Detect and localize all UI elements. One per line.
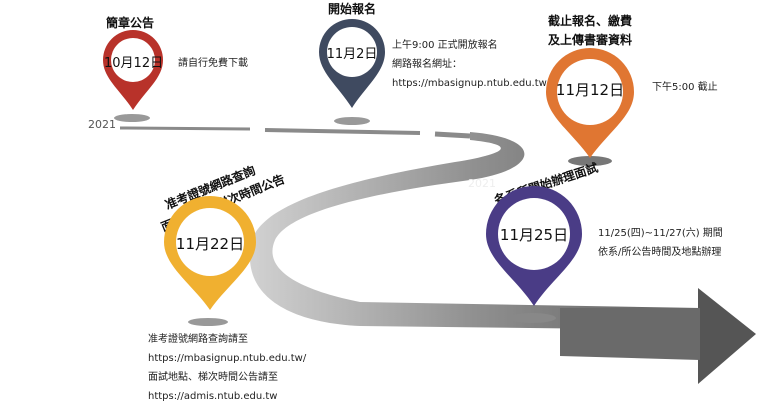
note-line: 准考證號網路查詢請至 [148, 334, 248, 345]
pin-icon [103, 30, 163, 110]
note-line: 依系/所公告時間及地點辦理 [598, 247, 722, 258]
pin-shadow [334, 117, 370, 125]
milestone-3-note: 下午5:00 截止 [652, 78, 718, 97]
year-label-left: 2021 [88, 118, 116, 131]
milestone-5-note: 11/25(四)~11/27(六) 期間 依系/所公告時間及地點辦理 [598, 224, 723, 262]
pin-shadow [568, 156, 612, 166]
milestone-1-date: 10月12日 [104, 56, 164, 71]
pin-shadow [508, 313, 556, 323]
note-line: https://admis.ntub.edu.tw [148, 391, 278, 402]
milestone-2-title: 開始報名 [327, 2, 376, 16]
milestone-1-note: 請自行免費下載 [178, 54, 248, 73]
note-line: https://mbasignup.ntub.edu.tw/ [148, 353, 307, 364]
title-line: 及上傳書審資料 [547, 33, 632, 47]
note-line: 面試地點、梯次時間公告請至 [148, 372, 278, 383]
pin-icon [486, 186, 582, 306]
pin-icon [319, 19, 385, 108]
pin-shadow [188, 318, 228, 326]
note-line: https://mbasignup.ntub.edu.tw/ [392, 78, 551, 89]
pin-icon [164, 196, 256, 310]
milestone-4-date: 11月22日 [175, 235, 245, 253]
pin-shadow [114, 114, 150, 122]
milestone-2-date: 11月2日 [326, 47, 378, 62]
milestone-4-note: 准考證號網路查詢請至 https://mbasignup.ntub.edu.tw… [148, 330, 306, 406]
note-line: 上午9:00 正式開放報名 [392, 40, 498, 51]
title-line: 截止報名、繳費 [547, 14, 632, 28]
pin-icon [546, 48, 634, 158]
note-line: 下午5:00 截止 [652, 82, 718, 93]
note-line: 網路報名網址： [392, 59, 462, 70]
milestone-5-date: 11月25日 [499, 226, 569, 244]
milestone-3-title: 截止報名、繳費 及上傳書審資料 [540, 12, 640, 50]
year-label-middle: 2021 [468, 177, 496, 190]
note-line: 11/25(四)~11/27(六) 期間 [598, 228, 723, 239]
milestone-2-note: 上午9:00 正式開放報名 網路報名網址： https://mbasignup.… [392, 36, 550, 93]
note-line: 請自行免費下載 [178, 58, 248, 69]
milestone-3-date: 11月12日 [555, 81, 625, 99]
milestone-1-title: 簡章公告 [105, 16, 154, 30]
